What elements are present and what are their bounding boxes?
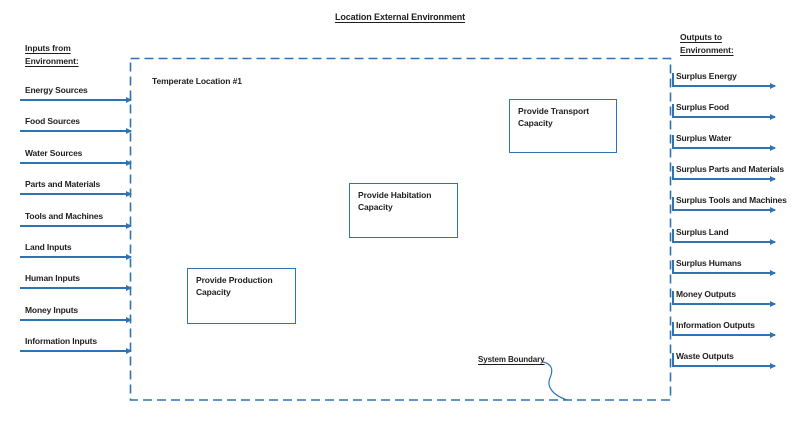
- input-item-parts-materials: Parts and Materials: [20, 179, 132, 197]
- output-item-surplus-humans: Surplus Humans: [672, 258, 776, 276]
- output-item-surplus-tools-machines: Surplus Tools and Machines: [672, 195, 787, 213]
- page-title: Location External Environment: [334, 12, 466, 22]
- output-arrow: [672, 197, 776, 213]
- arrow-right-icon: [770, 239, 776, 245]
- arrow-right-icon: [770, 270, 776, 276]
- system-boundary-callout-curve: [542, 361, 568, 401]
- output-item-surplus-parts-materials: Surplus Parts and Materials: [672, 164, 784, 182]
- inputs-header-line2: Environment:: [25, 56, 79, 66]
- arrow-right-icon: [126, 160, 132, 166]
- input-arrow: [20, 128, 132, 134]
- outputs-header-line2: Environment:: [680, 45, 734, 55]
- arrow-right-icon: [770, 83, 776, 89]
- arrow-right-icon: [770, 176, 776, 182]
- input-item-water-sources: Water Sources: [20, 148, 132, 166]
- arrow-right-icon: [126, 285, 132, 291]
- outputs-header-line1: Outputs to: [680, 32, 722, 42]
- boundary-inner-label: Temperate Location #1: [152, 76, 242, 86]
- output-arrow: [672, 291, 776, 307]
- input-item-tools-machines: Tools and Machines: [20, 211, 132, 229]
- input-arrow: [20, 285, 132, 291]
- output-arrow: [672, 260, 776, 276]
- output-arrow: [672, 166, 776, 182]
- process-box-transport: Provide Transport Capacity: [509, 99, 617, 153]
- arrow-right-icon: [770, 207, 776, 213]
- output-arrow: [672, 73, 776, 89]
- output-arrow: [672, 353, 776, 369]
- input-item-money-inputs: Money Inputs: [20, 305, 132, 323]
- output-arrow: [672, 322, 776, 338]
- arrow-right-icon: [770, 363, 776, 369]
- input-item-human-inputs: Human Inputs: [20, 273, 132, 291]
- arrow-right-icon: [126, 97, 132, 103]
- arrow-right-icon: [126, 348, 132, 354]
- output-item-waste-outputs: Waste Outputs: [672, 351, 776, 369]
- output-item-surplus-water: Surplus Water: [672, 133, 776, 151]
- arrow-right-icon: [770, 145, 776, 151]
- input-arrow: [20, 191, 132, 197]
- output-item-money-outputs: Money Outputs: [672, 289, 776, 307]
- input-arrow: [20, 97, 132, 103]
- input-item-land-inputs: Land Inputs: [20, 242, 132, 260]
- process-box-production: Provide Production Capacity: [187, 268, 296, 324]
- input-arrow: [20, 160, 132, 166]
- system-boundary-label: System Boundary: [478, 355, 545, 364]
- process-box-habitation: Provide Habitation Capacity: [349, 183, 458, 238]
- output-item-surplus-energy: Surplus Energy: [672, 71, 776, 89]
- output-arrow: [672, 229, 776, 245]
- arrow-right-icon: [126, 317, 132, 323]
- input-arrow: [20, 317, 132, 323]
- input-item-food-sources: Food Sources: [20, 116, 132, 134]
- input-item-energy-sources: Energy Sources: [20, 85, 132, 103]
- arrow-right-icon: [126, 191, 132, 197]
- input-arrow: [20, 254, 132, 260]
- system-boundary-rect: [129, 57, 672, 401]
- output-item-surplus-land: Surplus Land: [672, 227, 776, 245]
- arrow-right-icon: [126, 254, 132, 260]
- output-arrow: [672, 104, 776, 120]
- output-arrow: [672, 135, 776, 151]
- output-item-surplus-food: Surplus Food: [672, 102, 776, 120]
- arrow-right-icon: [770, 114, 776, 120]
- arrow-right-icon: [770, 332, 776, 338]
- input-arrow: [20, 223, 132, 229]
- input-arrow: [20, 348, 132, 354]
- outputs-header: Outputs to Environment:: [680, 31, 734, 57]
- arrow-right-icon: [770, 301, 776, 307]
- inputs-header-line1: Inputs from: [25, 43, 71, 53]
- output-item-information-outputs: Information Outputs: [672, 320, 776, 338]
- inputs-header: Inputs from Environment:: [25, 42, 79, 68]
- arrow-right-icon: [126, 223, 132, 229]
- input-item-information-inputs: Information Inputs: [20, 336, 132, 354]
- arrow-right-icon: [126, 128, 132, 134]
